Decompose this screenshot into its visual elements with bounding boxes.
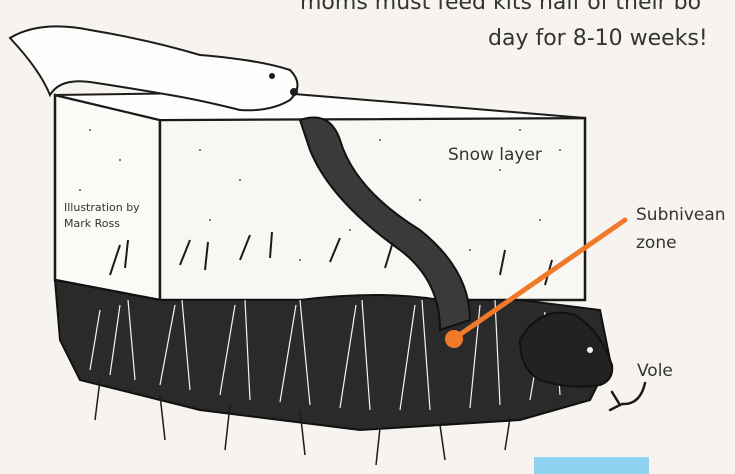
weasel-eye: [269, 73, 275, 79]
snow-layer-label: Snow layer: [448, 145, 542, 165]
illustration-credit-line-1: Illustration by: [64, 201, 140, 214]
caption-line-2: day for 8-10 weeks!: [488, 26, 708, 51]
vole-arrow-icon: [610, 383, 645, 410]
illustration-credit-line-2: Mark Ross: [64, 217, 120, 230]
vole-label: Vole: [637, 361, 673, 381]
vole-eye: [587, 347, 593, 353]
subnivean-label: Subnivean: [636, 205, 726, 225]
weasel-nose: [290, 88, 298, 96]
blue-tab: [534, 457, 649, 474]
zone-label: zone: [636, 233, 677, 253]
caption-line-1: moms must feed kits half of their bo: [300, 0, 701, 15]
snow-block-front: [55, 95, 160, 300]
subnivean-pointer-dot: [445, 330, 463, 348]
